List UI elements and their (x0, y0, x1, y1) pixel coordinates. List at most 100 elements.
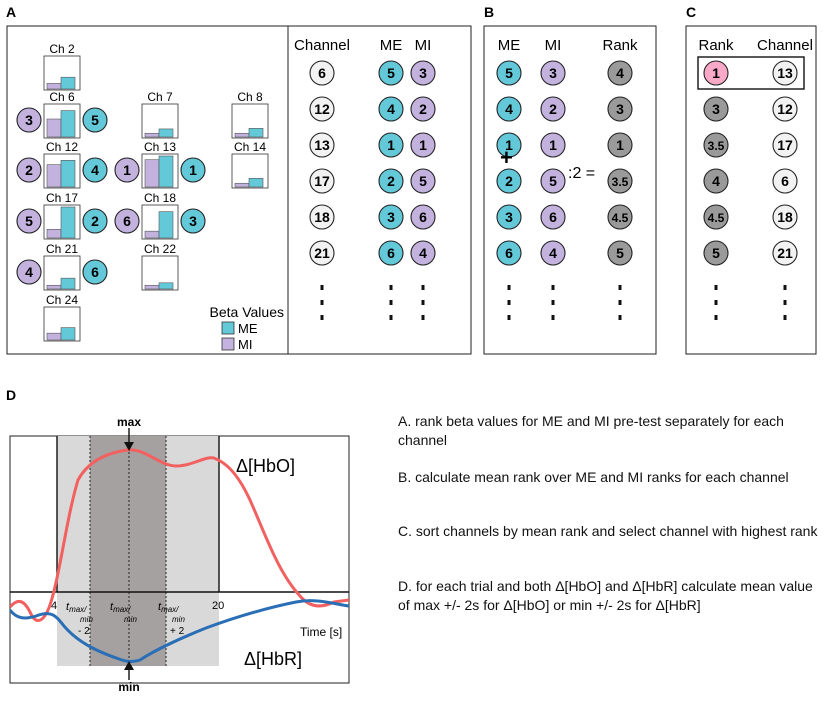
bar-me-ch21 (60, 277, 76, 290)
table-c-header-1: Channel (757, 37, 813, 54)
divide-sign: :2 = (568, 165, 595, 182)
table-a-r0-c0-value: 6 (318, 65, 326, 81)
map-me-rank-ch18-value: 3 (189, 213, 197, 229)
table-b-r3-c0-circle (496, 168, 522, 194)
table-b-r5-c0-circle (496, 240, 522, 266)
bar-mi-ch24 (46, 332, 62, 341)
table-b-r2-c1-value: 1 (549, 137, 557, 153)
table-c-r3-c0-value: 4 (712, 173, 720, 189)
table-b-header-2: Rank (602, 37, 638, 54)
table-b-r2-c2-value: 1 (616, 137, 624, 153)
table-a-r1-c1-circle (378, 96, 404, 122)
legend-me-label: ME (238, 321, 258, 336)
table-a-ellipsis-0-2 (320, 315, 324, 320)
legend-mi-swatch (221, 337, 235, 351)
panel-c-letter: C (686, 4, 696, 20)
window-minus-label: - 2 (78, 626, 90, 637)
tick-4: 4 (51, 600, 57, 612)
table-a-r3-c2-circle (410, 168, 436, 194)
t-minus-sub: min (80, 615, 93, 624)
bar-mi-ch2 (46, 83, 62, 90)
table-b-r1-c1-circle (540, 96, 566, 122)
table-a-r5-c2-value: 4 (419, 245, 427, 261)
table-c-r0-c0-circle (703, 60, 729, 86)
table-b-r2-c0-value: 1 (505, 137, 513, 153)
table-b-r4-c1-value: 6 (549, 209, 557, 225)
table-a-ellipsis-2-0 (421, 285, 425, 290)
map-me-rank-ch13-value: 1 (189, 162, 197, 178)
map-me-rank-ch21-circle (82, 259, 108, 285)
table-c-r0-c0-value: 1 (712, 65, 720, 81)
table-b-r0-c2-circle (607, 60, 633, 86)
panel-a-letter: A (6, 4, 16, 20)
table-a-r4-c0-value: 18 (314, 209, 330, 225)
table-b-ellipsis-2-0 (618, 285, 622, 290)
table-b-r5-c2-circle (607, 240, 633, 266)
t-center-sub: min (124, 615, 137, 624)
bar-mi-ch14 (234, 182, 250, 188)
panel-b-letter: B (484, 4, 494, 20)
bar-me-ch22 (158, 282, 174, 290)
table-b-r0-c0-circle (496, 60, 522, 86)
table-a-ellipsis-0-1 (320, 300, 324, 305)
table-c-r4-c0-value: 4.5 (708, 211, 725, 225)
table-a-r1-c2-value: 2 (419, 101, 427, 117)
max-arrow-head (124, 442, 134, 451)
bar-mi-ch6 (46, 118, 62, 138)
table-a-r0-c1-value: 5 (387, 65, 395, 81)
table-b-r2-c0-circle (496, 132, 522, 158)
table-b-r5-c0-value: 6 (505, 245, 513, 261)
table-b-r5-c2-value: 5 (616, 245, 624, 261)
map-me-rank-ch17-circle (82, 208, 108, 234)
table-c-header-0: Rank (698, 37, 734, 54)
panel-a-frame (6, 25, 472, 355)
table-a-header-1: ME (380, 37, 403, 54)
table-a-ellipsis-2-2 (421, 315, 425, 320)
selected-channel-box (697, 56, 805, 90)
table-b-r3-c2-circle (607, 168, 633, 194)
table-a-r1-c2-circle (410, 96, 436, 122)
bar-mi-ch8 (234, 132, 250, 138)
channel-label-ch14: Ch 14 (234, 140, 266, 154)
hbo-label: Δ[HbO] (236, 456, 295, 476)
map-mi-rank-ch13-value: 1 (123, 162, 131, 178)
table-a-r4-c0-circle (309, 204, 335, 230)
hbr-curve (10, 599, 349, 663)
table-c-r3-c1-circle (772, 168, 798, 194)
table-c-r5-c1-value: 21 (777, 245, 793, 261)
table-c-r2-c0-value: 3.5 (708, 139, 725, 153)
panel-c-frame (685, 25, 817, 355)
table-c-ellipsis-0-2 (714, 315, 718, 320)
map-me-rank-ch18-circle (180, 208, 206, 234)
t-minus-label: tmax/ (66, 601, 87, 614)
table-b-r4-c1-circle (540, 204, 566, 230)
table-c-r4-c1-value: 18 (777, 209, 793, 225)
map-mi-rank-ch12-circle (16, 157, 42, 183)
map-mi-rank-ch18-circle (114, 208, 140, 234)
table-a-r2-c0-value: 13 (314, 137, 330, 153)
table-c-r4-c0-circle (703, 204, 729, 230)
table-c-ellipsis-1-1 (783, 300, 787, 305)
table-c-ellipsis-0-0 (714, 285, 718, 290)
table-a-r2-c1-circle (378, 132, 404, 158)
table-c-r5-c1-circle (772, 240, 798, 266)
table-c-r2-c0-circle (703, 132, 729, 158)
table-a-r1-c0-value: 12 (314, 101, 330, 117)
table-c-ellipsis-0-1 (714, 300, 718, 305)
table-a-r3-c1-value: 2 (387, 173, 395, 189)
table-b-ellipsis-2-2 (618, 315, 622, 320)
channel-label-ch6: Ch 6 (49, 90, 75, 104)
bar-me-ch18 (158, 211, 174, 239)
channel-label-ch8: Ch 8 (237, 90, 263, 104)
bar-me-ch14 (248, 178, 264, 188)
table-a-r5-c0-value: 21 (314, 245, 330, 261)
bar-mi-ch12 (46, 164, 62, 188)
bar-me-ch24 (60, 327, 76, 341)
bar-me-ch7 (158, 128, 174, 138)
caption-d: D. for each trial and both Δ[HbO] and Δ[… (398, 578, 813, 613)
table-a-r2-c2-circle (410, 132, 436, 158)
table-c-ellipsis-1-0 (783, 285, 787, 290)
bar-mi-ch13 (144, 159, 160, 188)
